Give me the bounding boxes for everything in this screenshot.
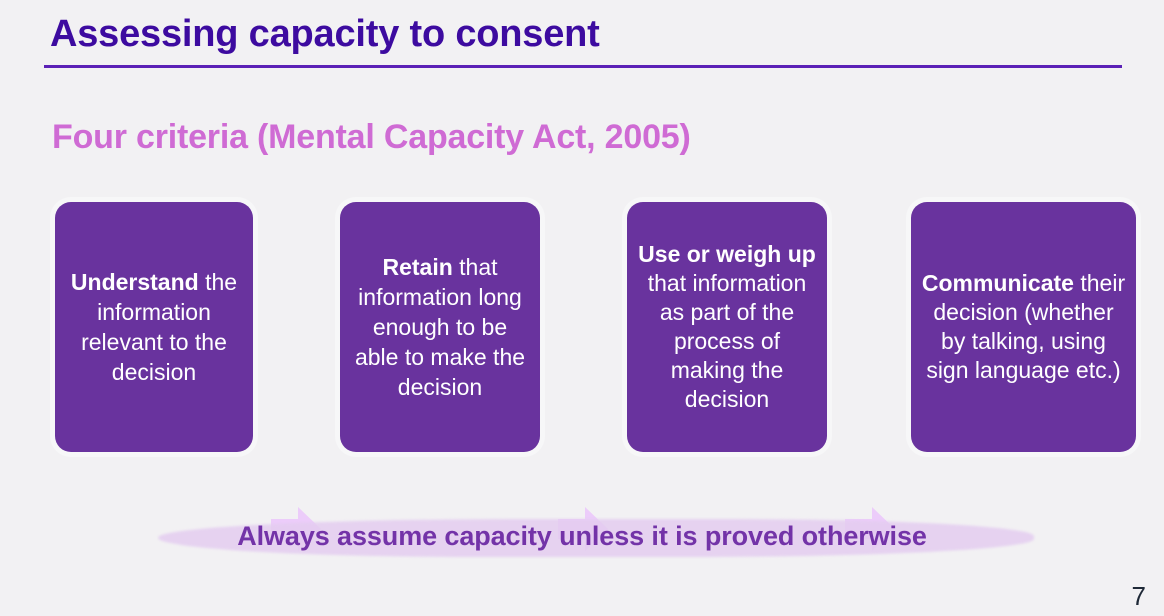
criteria-bold-label: Use or weigh up (638, 241, 816, 267)
criteria-box-text: Retain that information long enough to b… (348, 252, 532, 402)
criteria-bold-label: Understand (70, 269, 199, 295)
criteria-box-text: Understand the information relevant to t… (63, 267, 245, 387)
page-title: Assessing capacity to consent (50, 13, 600, 55)
page-number: 7 (1131, 581, 1146, 611)
highlight-swash (158, 519, 1034, 557)
criteria-bold-label: Retain (382, 254, 453, 280)
criteria-flow-row: Understand the information relevant to t… (0, 202, 1164, 551)
title-underline-rule (44, 65, 1122, 68)
criteria-box-retain[interactable]: Retain that information long enough to b… (340, 202, 540, 452)
footer-statement-wrapper: Always assume capacity unless it is prov… (0, 505, 1164, 575)
criteria-bold-label: Communicate (921, 270, 1074, 296)
criteria-box-communicate[interactable]: Communicate their decision (whether by t… (911, 202, 1136, 452)
criteria-box-text: Communicate their decision (whether by t… (919, 269, 1128, 385)
criteria-body-text: that information as part of the process … (647, 270, 807, 412)
slide-subtitle: Four criteria (Mental Capacity Act, 2005… (52, 118, 691, 156)
criteria-body-text: their decision (whether by talking, usin… (926, 270, 1126, 383)
criteria-box-use-or-weigh-up[interactable]: Use or weigh up that information as part… (627, 202, 827, 452)
criteria-box-text: Use or weigh up that information as part… (635, 240, 819, 414)
criteria-box-understand[interactable]: Understand the information relevant to t… (55, 202, 253, 452)
footer-statement: Always assume capacity unless it is prov… (237, 521, 927, 551)
criteria-body-text: the information relevant to the decision (81, 269, 238, 385)
criteria-body-text: that information long enough to be able … (354, 254, 526, 400)
